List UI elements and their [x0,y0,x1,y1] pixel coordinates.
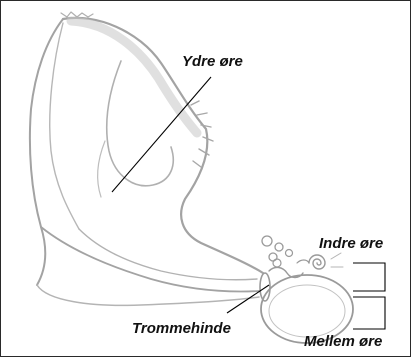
middle-inner-ear-illustration [260,236,353,343]
middle-ear-bracket [353,297,385,329]
middle-ear-label: Mellem øre [304,334,382,349]
eardrum-label: Trommehinde [132,321,231,336]
outer-ear-label: Ydre øre [182,54,243,69]
inner-ear-label: Indre øre [319,236,383,251]
inner-ear-bracket [353,263,385,291]
